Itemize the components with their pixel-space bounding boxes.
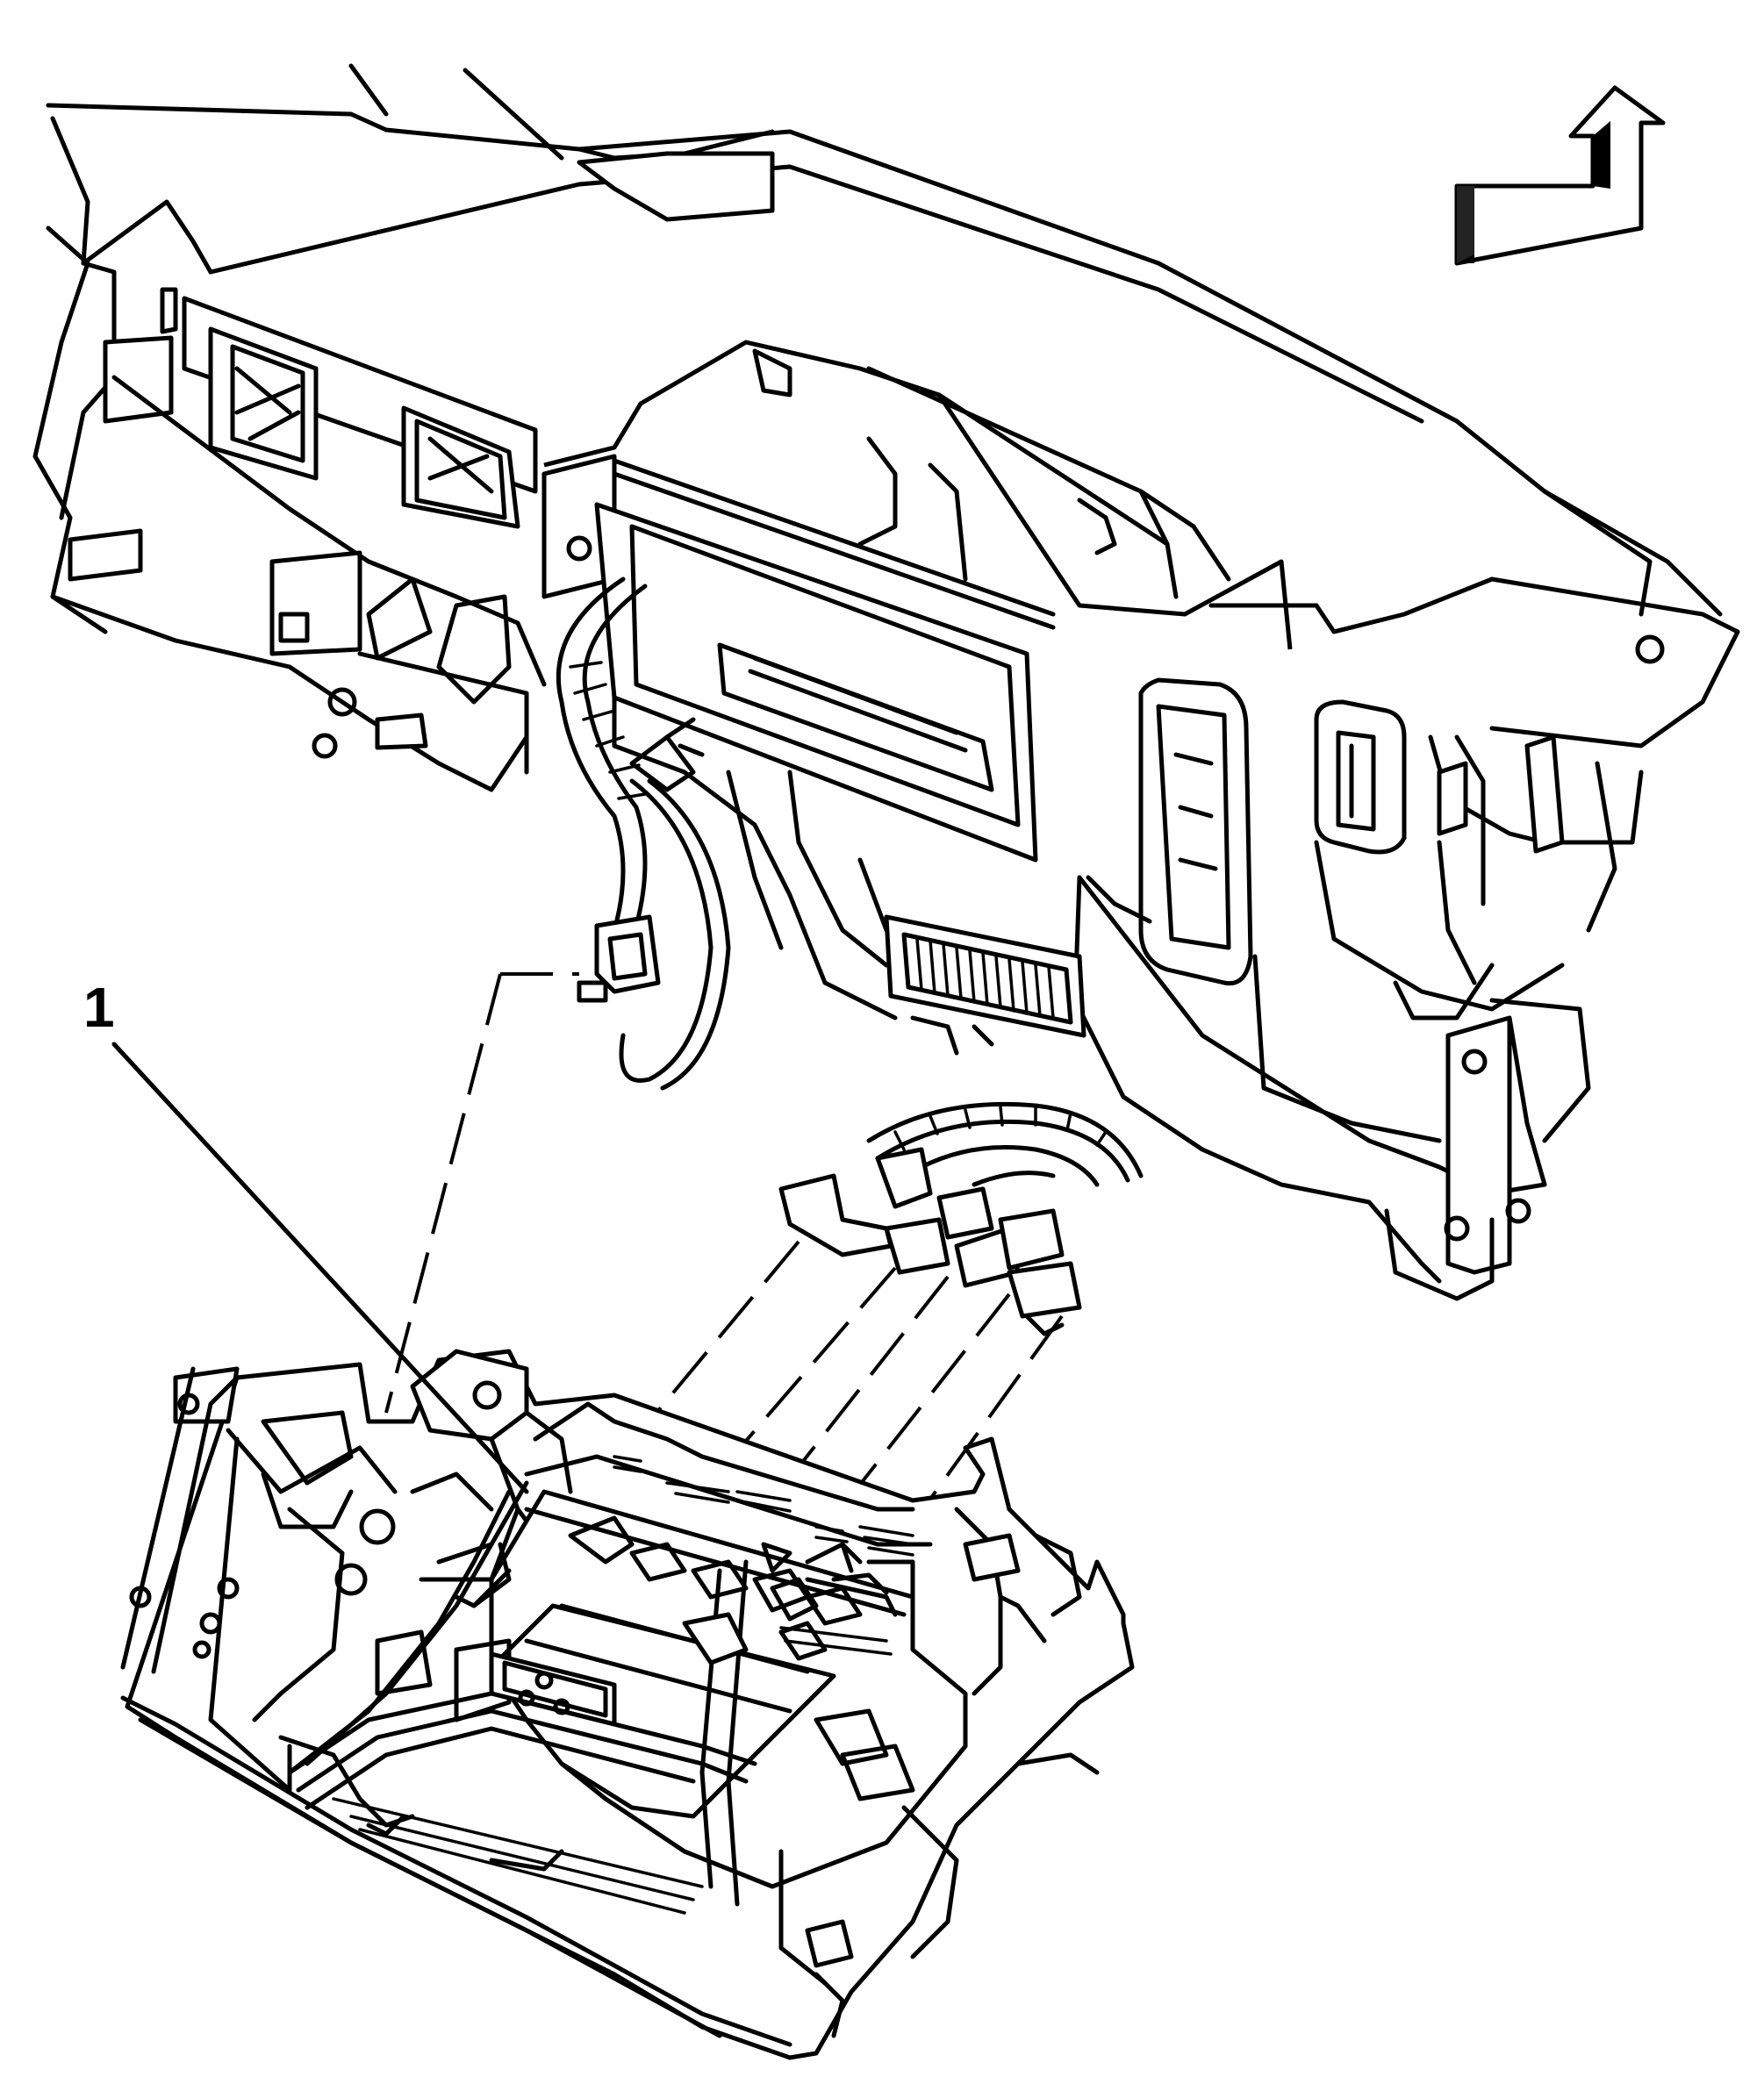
- callout-1: 1: [83, 976, 529, 1494]
- front-of-vehicle-arrow-icon: [1454, 85, 1666, 266]
- callout-1-leader-line: [111, 1042, 529, 1494]
- callout-1-label: 1: [83, 976, 115, 1039]
- instrument-panel-carrier: [32, 63, 1740, 1336]
- module-bracket-assembly: [120, 1349, 1135, 2060]
